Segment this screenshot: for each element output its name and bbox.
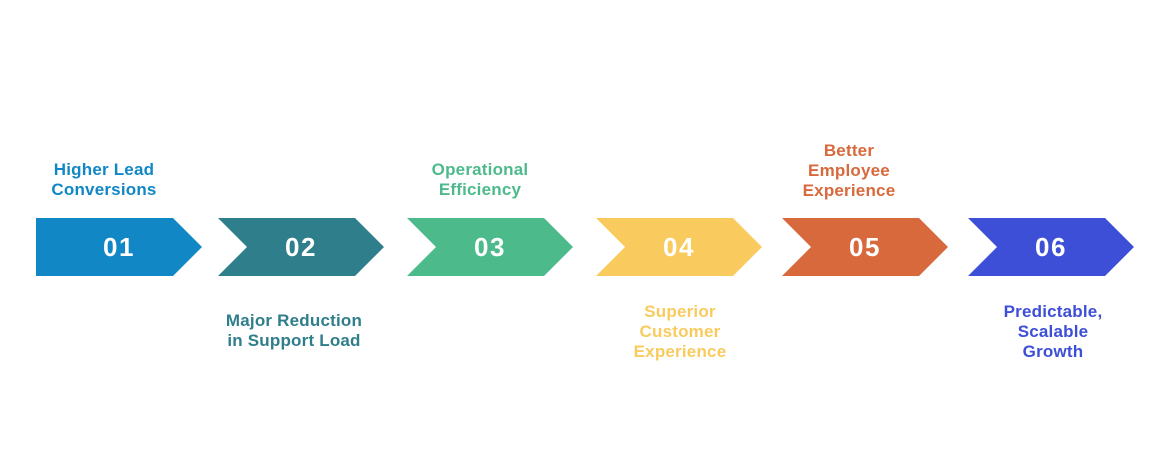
step-4-number: 04 xyxy=(663,231,695,262)
step-2-arrow: 02 xyxy=(218,218,384,276)
step-4-arrow: 04 xyxy=(596,218,762,276)
step-3-number: 03 xyxy=(474,231,506,262)
step-3-label-line-2: Efficiency xyxy=(438,180,522,199)
step-1-number: 01 xyxy=(103,231,135,262)
step-6-arrow: 06 xyxy=(968,218,1134,276)
step-2-number: 02 xyxy=(285,231,317,262)
step-5-arrow: 05 xyxy=(782,218,948,276)
step-1-label-line-2: Conversions xyxy=(51,180,157,199)
step-3-arrow: 03 xyxy=(407,218,573,276)
step-5-label-line-1: Better xyxy=(823,141,875,160)
step-5-label-line-3: Experience xyxy=(802,181,896,200)
step-4-label-line-2: Customer xyxy=(639,322,721,341)
step-6-number: 06 xyxy=(1035,231,1067,262)
step-6-label-line-3: Growth xyxy=(1022,342,1084,361)
step-4-label-line-3: Experience xyxy=(633,342,727,361)
step-1-arrow: 01 xyxy=(36,218,202,276)
step-3-label: Operational Efficiency xyxy=(370,160,590,200)
step-5-label-line-2: Employee xyxy=(808,161,890,180)
step-6-label: Predictable, Scalable Growth xyxy=(943,302,1163,362)
step-2-label-line-2: in Support Load xyxy=(227,331,361,350)
step-4-label: Superior Customer Experience xyxy=(570,302,790,362)
step-2-label-line-1: Major Reduction xyxy=(225,311,363,330)
step-5-label: Better Employee Experience xyxy=(739,141,959,201)
step-3-label-line-1: Operational xyxy=(431,160,529,179)
step-5-number: 05 xyxy=(849,231,881,262)
step-4-label-line-1: Superior xyxy=(644,302,716,321)
step-2-label: Major Reduction in Support Load xyxy=(184,311,404,351)
step-6-label-line-1: Predictable, xyxy=(1003,302,1103,321)
step-6-label-line-2: Scalable xyxy=(1017,322,1089,341)
step-1-label: Higher Lead Conversions xyxy=(0,160,214,200)
step-1-label-line-1: Higher Lead xyxy=(53,160,155,179)
